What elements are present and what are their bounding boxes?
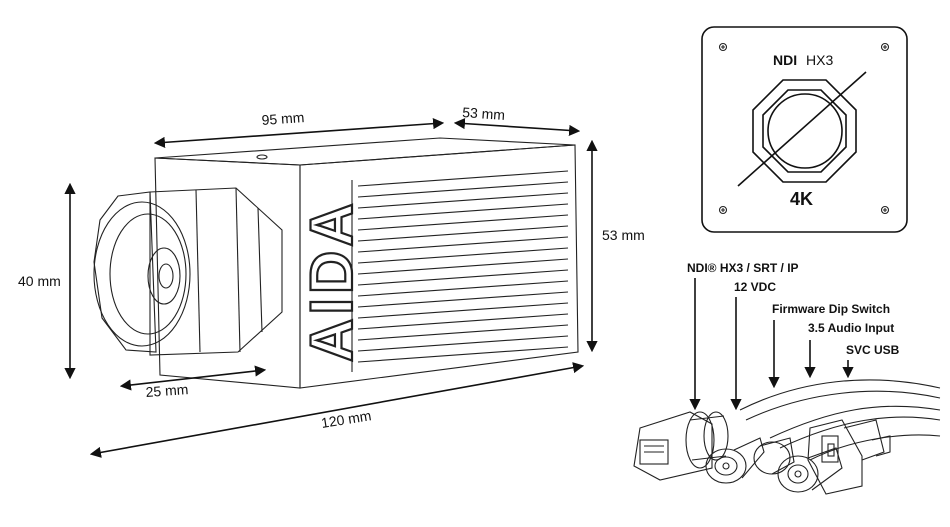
connector-callouts: NDI® HX3 / SRT / IP 12 VDC Firmware Dip …: [687, 261, 900, 411]
audio-jack-connector: [777, 447, 843, 493]
dim-label-overall-length: 120 mm: [320, 407, 372, 431]
dc-barrel-connector: [705, 437, 765, 484]
ndi-logo-bold: NDI: [773, 52, 797, 68]
dim-label-length-top: 95 mm: [261, 109, 305, 128]
dim-label-lens-depth: 25 mm: [145, 381, 189, 400]
connector-label-audio: 3.5 Audio Input: [808, 321, 894, 335]
brand-logo: AIDA: [298, 199, 365, 362]
dim-line-lens-depth: [119, 365, 267, 391]
connector-label-dip-switch: Firmware Dip Switch: [772, 302, 890, 316]
dim-line-length-top: [153, 118, 445, 148]
dim-label-height-right: 53 mm: [602, 227, 645, 243]
camera-body: AIDA: [154, 137, 579, 389]
dim-line-overall-length: [89, 362, 585, 458]
cable-bundle: [633, 379, 941, 495]
rj45-connector: [633, 411, 729, 481]
resolution-label: 4K: [790, 189, 813, 209]
screw-icon: [880, 205, 890, 215]
back-panel: NDI HX3 4K: [701, 26, 908, 233]
dim-label-height-left: 40 mm: [18, 273, 61, 289]
screw-icon: [718, 205, 728, 215]
dim-label-depth-top: 53 mm: [462, 104, 506, 123]
lens-port-icon: [737, 71, 867, 187]
connector-label-ndi: NDI® HX3 / SRT / IP: [687, 261, 799, 275]
dim-line-depth-top: [453, 117, 581, 137]
screw-icon: [718, 42, 728, 52]
lens-assembly: [93, 187, 283, 356]
connector-label-usb: SVC USB: [846, 343, 900, 357]
screw-icon: [880, 42, 890, 52]
connector-label-12vdc: 12 VDC: [734, 280, 776, 294]
usb-connector: [807, 419, 891, 495]
ndi-logo-thin: HX3: [806, 52, 833, 68]
dimension-lines: [64, 117, 598, 458]
cooling-fins: [351, 170, 569, 372]
